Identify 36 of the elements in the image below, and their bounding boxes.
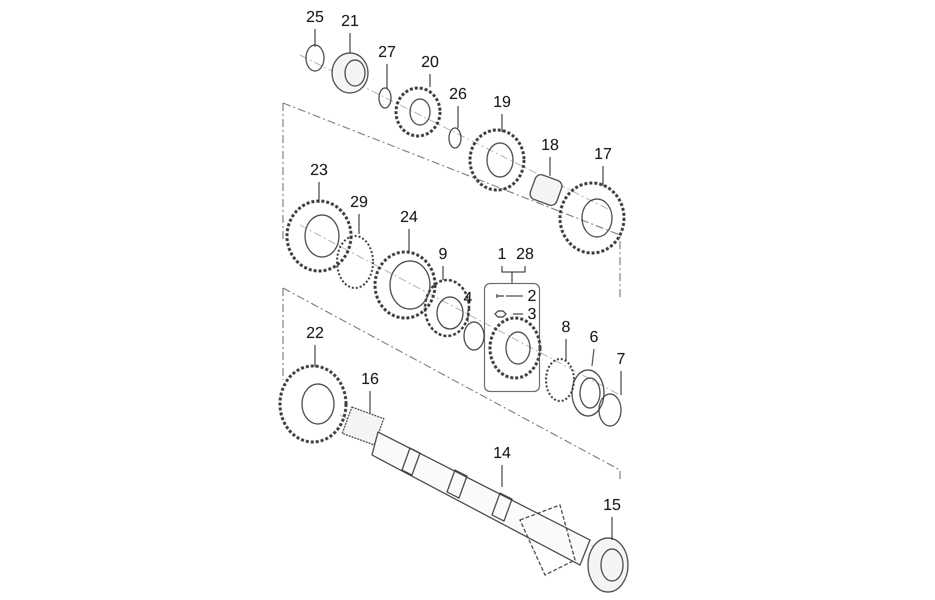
leader-line [592, 348, 594, 366]
leader-line [358, 214, 360, 234]
callout-number: 14 [493, 445, 511, 463]
callout-number: 17 [594, 146, 612, 164]
callout-number: 19 [493, 94, 511, 112]
callout-number: 1 [498, 246, 506, 264]
leader-line [408, 228, 410, 252]
callout-number: 26 [449, 86, 467, 104]
leader-line [602, 166, 604, 186]
callout-number: 20 [421, 54, 439, 72]
callout-number: 9 [438, 246, 448, 264]
callout-number: 22 [306, 325, 324, 343]
leader-line [512, 266, 526, 284]
callout-number: 21 [341, 13, 359, 31]
callout-number: 3 [528, 306, 536, 324]
callout-number: 15 [603, 497, 621, 515]
leader-line [314, 344, 316, 368]
callout-number: 4 [464, 290, 472, 308]
leader-line [386, 64, 388, 88]
callout-number: 25 [306, 9, 324, 27]
callout-number: 8 [562, 319, 570, 337]
leader-line [314, 28, 316, 48]
leader-line [442, 266, 444, 280]
callout-number: 16 [361, 371, 379, 389]
callout-number: 2 [528, 288, 536, 306]
callout-number: 29 [350, 194, 368, 212]
callout-number: 23 [310, 162, 328, 180]
callout-number: 28 [516, 246, 534, 264]
leader-line [620, 370, 622, 396]
group-frame [484, 283, 540, 392]
callout-number: 7 [616, 351, 626, 369]
callout-number: 6 [590, 329, 598, 347]
leader-line [318, 182, 320, 204]
callout-number: 18 [541, 137, 559, 155]
callout-number: 27 [378, 44, 396, 62]
callout-number: 24 [400, 209, 418, 227]
